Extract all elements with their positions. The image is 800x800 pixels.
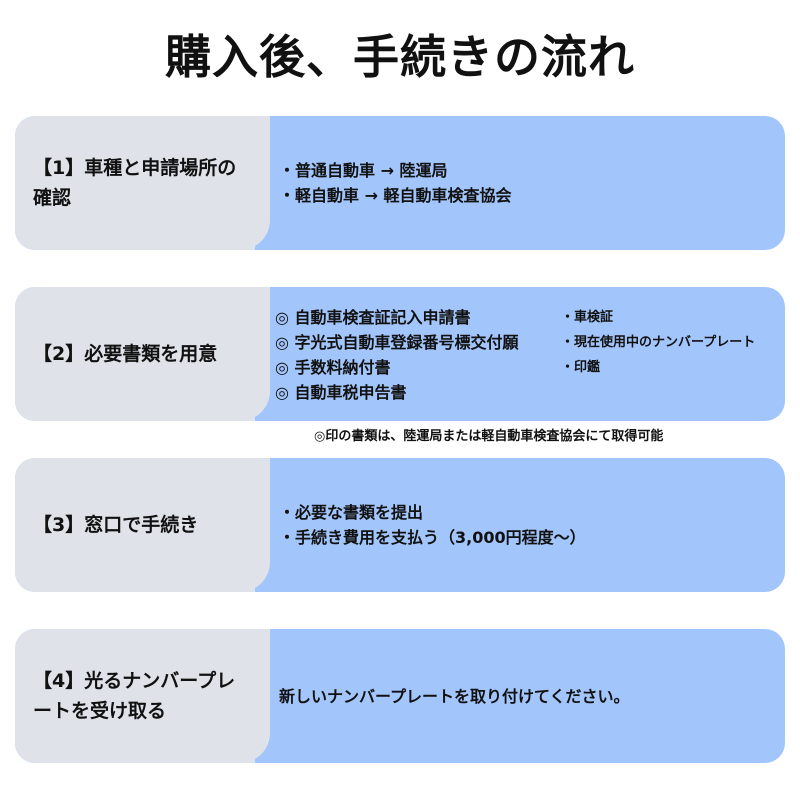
bring-item: ・印鑑 (561, 360, 601, 375)
step-3-body: ・必要な書類を提出 ・手続き費用を支払う（3,000円程度～） (265, 458, 775, 592)
step-3-item: ・必要な書類を提出 (279, 503, 424, 522)
step-1-item: ・軽自動車 → 軽自動車検査協会 (279, 186, 512, 205)
step-2-label: 【2】必要書類を用意 (15, 287, 270, 421)
documents-list: ◎ 自動車検査証記入申請書 ◎ 字光式自動車登録番号標交付願 ◎ 手数料納付書 … (275, 305, 519, 405)
page-title: 購入後、手続きの流れ (165, 30, 635, 84)
step-3-label: 【3】窓口で手続き (15, 458, 270, 592)
step-4-card: 【4】光るナンバープレートを受け取る 新しいナンバープレートを取り付けてください… (15, 629, 785, 763)
bring-item: ・現在使用中のナンバープレート (561, 335, 756, 350)
documents-note: ◎印の書類は、陸運局または軽自動車検査協会にて取得可能 (314, 429, 664, 444)
step-1-item: ・普通自動車 → 陸運局 (279, 161, 448, 180)
step-4-label: 【4】光るナンバープレートを受け取る (15, 629, 270, 763)
step-1-card: 【1】車種と申請場所の確認 ・普通自動車 → 陸運局 ・軽自動車 → 軽自動車検… (15, 116, 785, 250)
bring-items-list: ・車検証 ・現在使用中のナンバープレート ・印鑑 (561, 305, 755, 380)
step-4-body: 新しいナンバープレートを取り付けてください。 (265, 629, 775, 763)
step-1-body: ・普通自動車 → 陸運局 ・軽自動車 → 軽自動車検査協会 (265, 116, 775, 250)
step-2-card: 【2】必要書類を用意 ◎ 自動車検査証記入申請書 ◎ 字光式自動車登録番号標交付… (15, 287, 785, 421)
step-3-card: 【3】窓口で手続き ・必要な書類を提出 ・手続き費用を支払う（3,000円程度～… (15, 458, 785, 592)
bring-item: ・車検証 (561, 310, 614, 325)
document-item: ◎ 自動車税申告書 (275, 383, 407, 402)
document-item: ◎ 字光式自動車登録番号標交付願 (275, 333, 519, 352)
step-4-item: 新しいナンバープレートを取り付けてください。 (279, 686, 630, 706)
step-3-item: ・手続き費用を支払う（3,000円程度～） (279, 528, 586, 547)
document-item: ◎ 自動車検査証記入申請書 (275, 308, 471, 327)
document-item: ◎ 手数料納付書 (275, 358, 391, 377)
step-2-body: ◎ 自動車検査証記入申請書 ◎ 字光式自動車登録番号標交付願 ◎ 手数料納付書 … (265, 287, 775, 421)
step-1-label: 【1】車種と申請場所の確認 (15, 116, 270, 250)
